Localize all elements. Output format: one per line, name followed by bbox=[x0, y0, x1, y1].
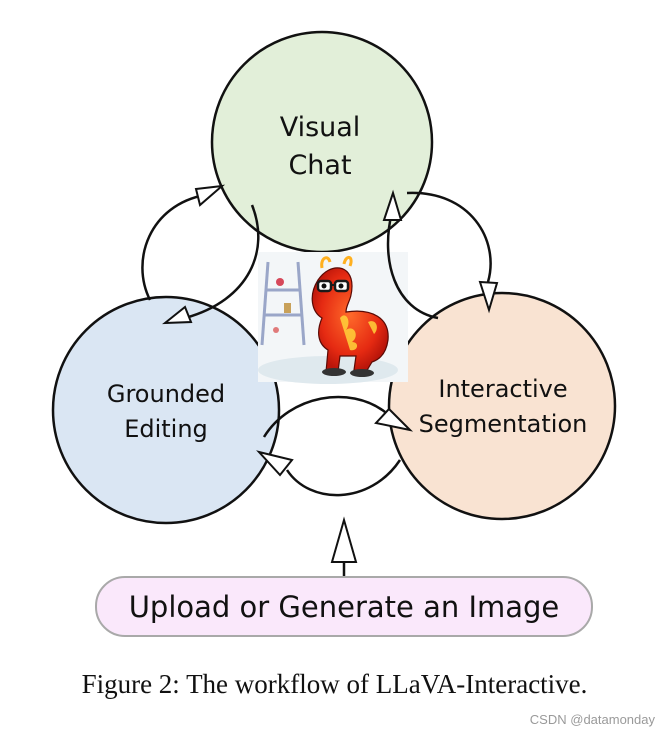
watermark: CSDN @datamonday bbox=[529, 712, 655, 727]
upload-or-generate-label: Upload or Generate an Image bbox=[129, 590, 560, 624]
loop-arrows-chat-segmentation bbox=[386, 191, 492, 320]
arrowhead-icon bbox=[162, 305, 193, 325]
arrowhead-icon bbox=[194, 184, 226, 207]
grounded-editing-label-line2: Editing bbox=[124, 415, 208, 443]
grounded-editing-label-line1: Grounded bbox=[107, 380, 225, 408]
upload-or-generate-box bbox=[95, 576, 593, 637]
dragon-illustration-icon bbox=[258, 252, 408, 384]
arrowhead-icon bbox=[478, 280, 499, 314]
interactive-segmentation-label-line1: Interactive bbox=[438, 375, 567, 403]
arrowhead-icon bbox=[374, 407, 414, 432]
arrowhead-icon bbox=[382, 189, 403, 221]
loop-arrows-editing-segmentation bbox=[262, 395, 402, 497]
visual-chat-label-line2: Chat bbox=[288, 150, 351, 181]
interactive-segmentation-label-line2: Segmentation bbox=[419, 410, 588, 438]
up-arrow-icon bbox=[330, 516, 358, 563]
loop-arrows-chat-editing bbox=[141, 193, 260, 320]
figure-caption: Figure 2: The workflow of LLaVA-Interact… bbox=[81, 669, 588, 699]
interactive-segmentation-node bbox=[387, 291, 617, 521]
grounded-editing-node bbox=[51, 295, 281, 525]
visual-chat-label-line1: Visual bbox=[280, 112, 361, 143]
arrowhead-icon bbox=[256, 450, 294, 477]
